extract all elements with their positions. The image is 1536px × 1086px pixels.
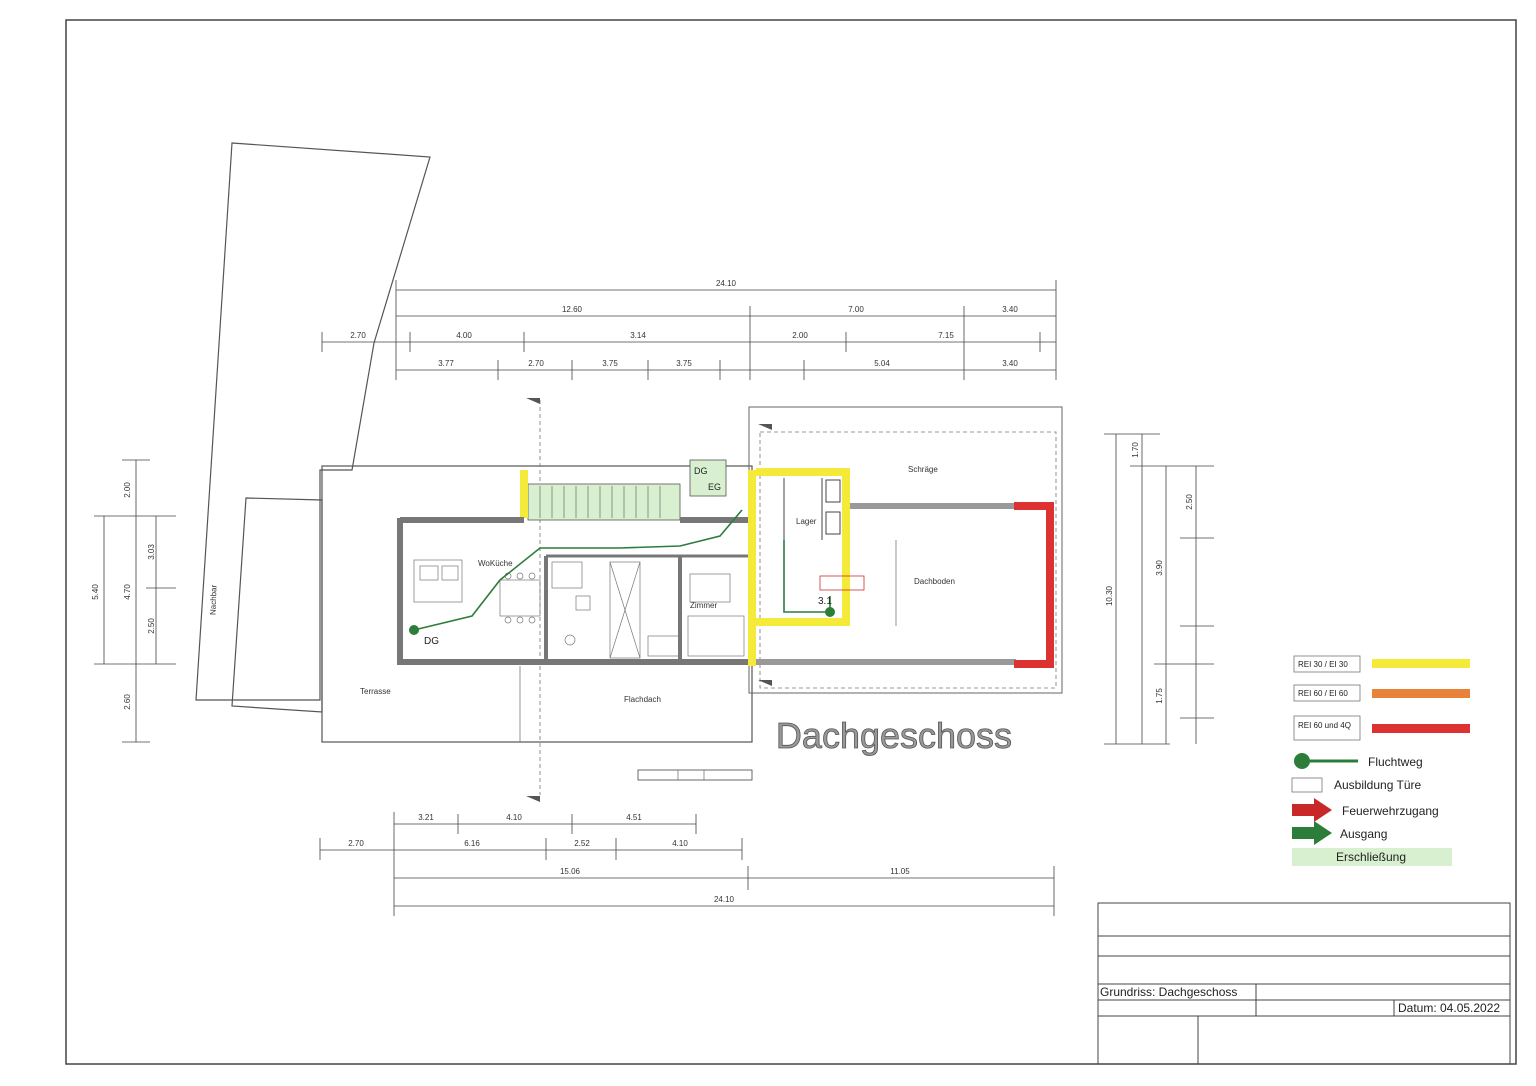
dim-right-inner-3: 1.75 (1155, 688, 1164, 704)
scale-box (637, 769, 753, 781)
dim-right-inner-1: 2.50 (1185, 494, 1194, 510)
dimension-lines-top (321, 280, 1057, 380)
dim-bottom-row3-1: 15.06 (560, 867, 581, 876)
legend-rei60-box (1293, 684, 1361, 702)
dim-bottom-row2-3: 2.52 (574, 839, 590, 848)
neighbor-building (195, 142, 431, 701)
stair-label-top: DG (694, 466, 708, 476)
escape-route-start-attic (825, 607, 835, 617)
dim-top-row4-4: 3.75 (676, 359, 692, 368)
dim-top-row4-1: 3.77 (438, 359, 454, 368)
dimension-lines-right (1104, 433, 1214, 745)
attic-walls (756, 478, 1016, 665)
title-block (1097, 902, 1511, 1065)
dim-right-outer-1: 1.70 (1131, 442, 1140, 458)
section-marker-bottom (526, 796, 540, 802)
circulation-area (527, 483, 681, 521)
dim-bottom-row3-2: 11.05 (890, 867, 910, 876)
legend-rei30-box (1293, 655, 1361, 673)
legend-rei60-4q-text: REI 60 und 4Q (1298, 721, 1351, 730)
section-marker-east-bottom (758, 680, 772, 686)
dim-bottom-row1-2: 4.10 (506, 813, 522, 822)
dim-left-outer-1: 2.00 (123, 482, 132, 498)
legend: REI 30 / EI 30 REI 60 / EI 60 REI 60 und… (1291, 655, 1470, 866)
sheet-frame (65, 19, 1517, 1065)
dim-bottom-total: 24.10 (714, 895, 735, 904)
dimension-lines-left (94, 459, 176, 743)
dim-top-total: 24.10 (716, 279, 737, 288)
neighbor-annex (231, 497, 323, 713)
legend-door-box (1291, 777, 1323, 793)
dim-bottom-row1-3: 4.51 (626, 813, 642, 822)
legend-rei60-text: REI 60 / EI 60 (1298, 689, 1348, 698)
roof-outline-east (748, 406, 1063, 694)
room-label-zimmer: Zimmer (690, 601, 717, 610)
dim-bottom-row2-4: 4.10 (672, 839, 688, 848)
date-label: Datum: 04.05.2022 (1398, 1001, 1500, 1015)
dim-bottom-row1-1: 3.21 (418, 813, 434, 822)
legend-rei60-swatch (1372, 689, 1470, 698)
dim-top-row3-3: 3.14 (630, 331, 646, 340)
dim-top-row2-3: 3.40 (1002, 305, 1018, 314)
dim-top-row4-2: 2.70 (528, 359, 544, 368)
legend-exit-text: Ausgang (1340, 827, 1387, 841)
escape-route (413, 509, 831, 631)
dim-top-row3-4: 2.00 (792, 331, 808, 340)
neighbor-label: Nachbar (208, 584, 218, 615)
escape-marker-dg: DG (424, 636, 439, 647)
room-label-flachdach: Flachdach (624, 695, 661, 704)
room-label-wohnkueche: WoKüche (478, 559, 513, 568)
apartment-walls (397, 517, 748, 665)
dim-left-inner-3: 2.50 (147, 618, 156, 634)
dim-top-row3-2: 4.00 (456, 331, 472, 340)
legend-circulation-text: Erschließung (1336, 850, 1406, 864)
fire-wall-rei60-4q (1014, 502, 1054, 668)
legend-door-text: Ausbildung Türe (1334, 778, 1421, 792)
floor-title: Dachgeschoss (776, 715, 1012, 756)
dimension-lines-bottom (319, 812, 1055, 916)
dim-left-inner-1: 3.03 (147, 544, 156, 560)
dim-top-row2-1: 12.60 (562, 305, 583, 314)
room-label-schraege: Schräge (908, 465, 938, 474)
legend-exit-arrow (1292, 821, 1332, 845)
legend-rei30-swatch (1372, 659, 1470, 668)
room-label-terrasse: Terrasse (360, 687, 391, 696)
room-label-dachboden: Dachboden (914, 577, 955, 586)
legend-rei60-4q-box (1293, 715, 1361, 741)
escape-marker-attic: 3.1 (818, 596, 832, 607)
door-marker-attic (819, 575, 865, 591)
section-marker-east-top (758, 424, 772, 430)
dim-top-row2-2: 7.00 (848, 305, 864, 314)
section-marker-top (526, 398, 540, 404)
stair-label-bottom: EG (708, 482, 721, 492)
stair-symbol (689, 459, 727, 497)
stair-treads (539, 486, 661, 518)
dim-left-outer-2: 5.40 (91, 584, 100, 600)
legend-circulation-swatch (1292, 848, 1452, 866)
legend-escape-text: Fluchtweg (1368, 755, 1423, 769)
dim-right-outer-2: 10.30 (1105, 585, 1114, 606)
legend-rei60-4q-swatch (1372, 724, 1470, 733)
dim-top-row4-3: 3.75 (602, 359, 618, 368)
dim-right-inner-2: 3.90 (1155, 560, 1164, 576)
dim-left-outer-3: 2.60 (123, 694, 132, 710)
dim-top-row3-1: 2.70 (350, 331, 366, 340)
dim-bottom-row2-2: 6.16 (464, 839, 480, 848)
dim-top-row4-6: 3.40 (1002, 359, 1018, 368)
furniture (413, 559, 745, 659)
escape-route-start-dg (409, 625, 419, 635)
dim-bottom-row2-1: 2.70 (348, 839, 364, 848)
dim-left-inner-2: 4.70 (123, 584, 132, 600)
legend-firefighter-text: Feuerwehrzugang (1342, 804, 1439, 818)
dim-top-row4-5: 5.04 (874, 359, 890, 368)
legend-firefighter-arrow (1292, 798, 1332, 822)
fire-wall-rei30 (520, 468, 850, 666)
plan-label: Grundriss: Dachgeschoss (1100, 985, 1237, 999)
dim-top-row3-5: 7.15 (938, 331, 954, 340)
room-label-lager: Lager (796, 517, 817, 526)
legend-rei30-text: REI 30 / EI 30 (1298, 660, 1348, 669)
